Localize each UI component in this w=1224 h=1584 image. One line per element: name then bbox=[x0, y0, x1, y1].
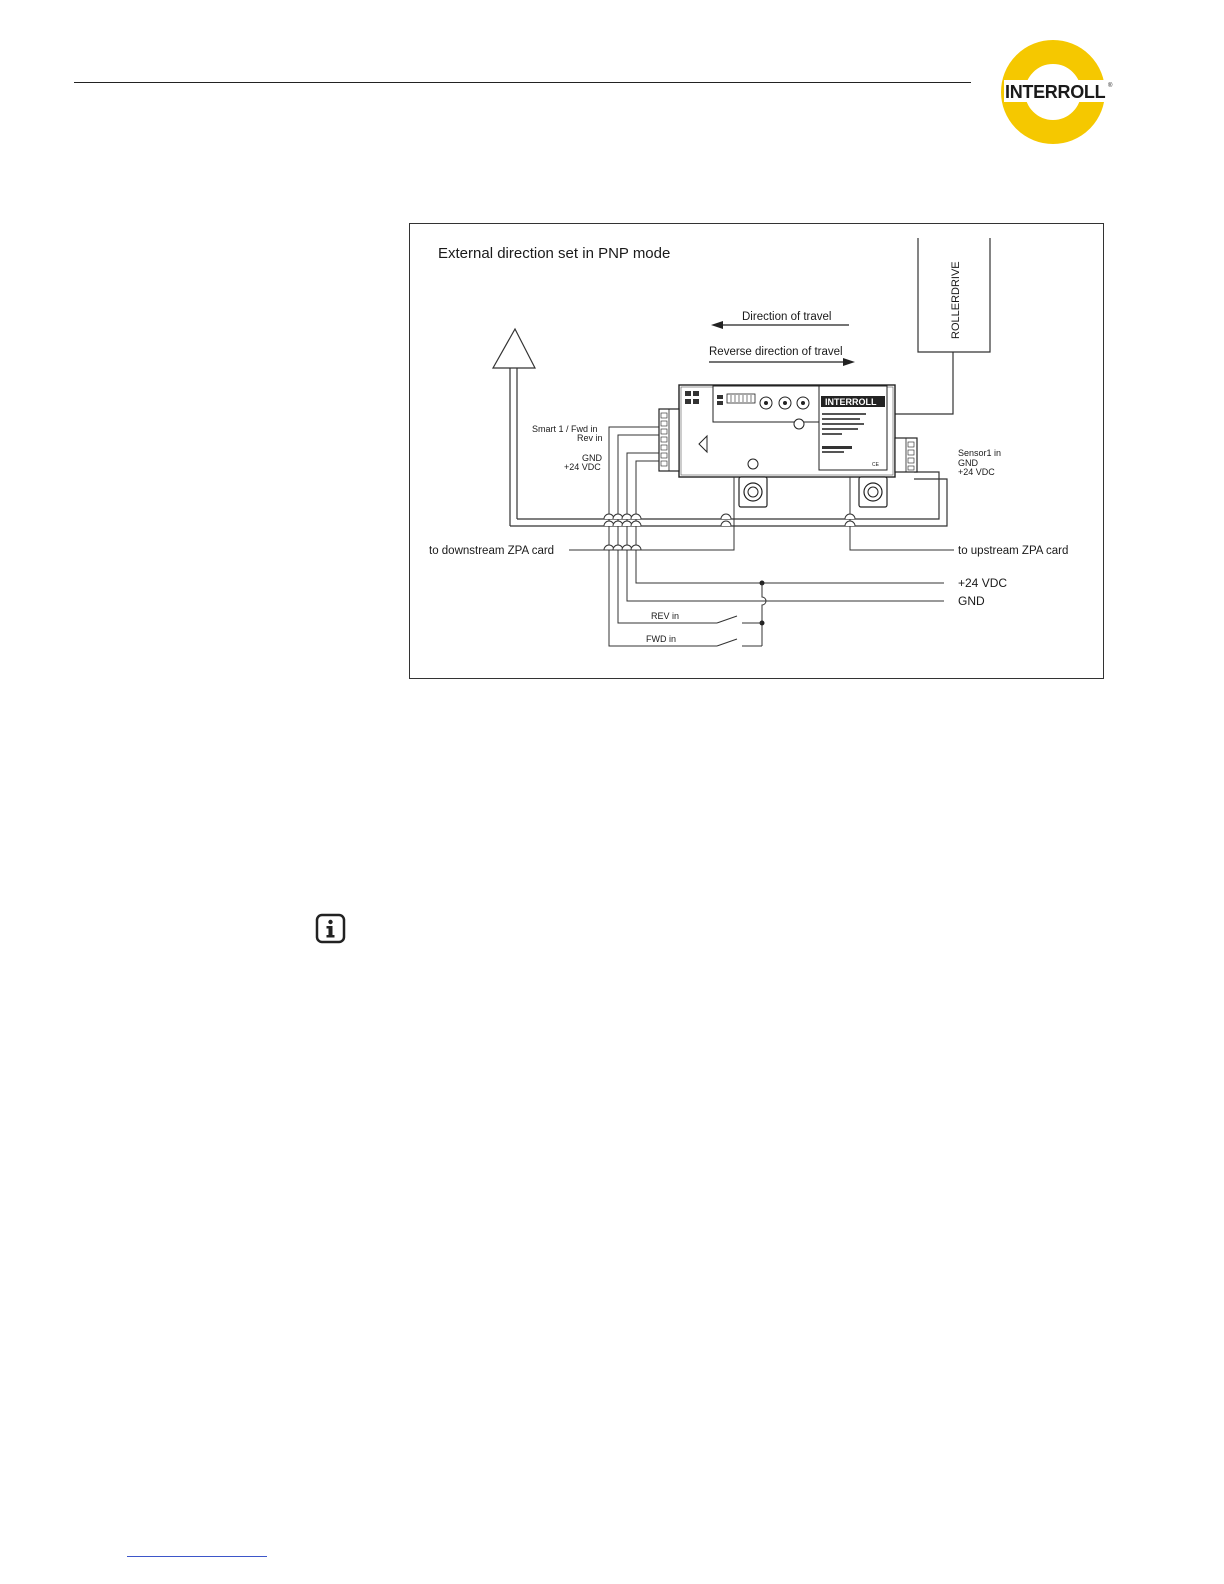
module-ce-mark: CE bbox=[872, 462, 880, 468]
direction-of-travel-label: Direction of travel bbox=[742, 311, 831, 323]
header-rule bbox=[74, 82, 971, 83]
label-vdc-left: +24 VDC bbox=[564, 462, 601, 472]
left-terminal-block bbox=[659, 409, 679, 471]
info-icon bbox=[315, 913, 346, 944]
label-sensor-in: Sensor1 in bbox=[958, 448, 1001, 458]
interroll-logo: INTERROLL ® bbox=[1000, 40, 1116, 144]
reverse-direction-label: Reverse direction of travel bbox=[709, 346, 843, 358]
supply-gnd-label: GND bbox=[958, 594, 985, 608]
mounting-foot-right bbox=[859, 477, 887, 507]
logo-text: INTERROLL bbox=[1005, 82, 1106, 102]
to-upstream-label: to upstream ZPA card bbox=[958, 545, 1068, 557]
module-brand: INTERROLL bbox=[825, 397, 877, 407]
logo-registered-mark: ® bbox=[1108, 82, 1113, 89]
fwd-switch-label: FWD in bbox=[646, 634, 676, 644]
mounting-foot-left bbox=[739, 477, 767, 507]
supply-vdc-label: +24 VDC bbox=[958, 576, 1007, 590]
diagram-title: External direction set in PNP mode bbox=[438, 245, 670, 262]
rev-switch-label: REV in bbox=[651, 611, 679, 621]
rollerdrive-label: ROLLERDRIVE bbox=[950, 261, 962, 339]
to-downstream-label: to downstream ZPA card bbox=[429, 545, 554, 557]
right-terminal-block bbox=[895, 438, 917, 472]
footer-link-rule bbox=[127, 1556, 267, 1557]
label-rev-in-left: Rev in bbox=[577, 433, 603, 443]
label-vdc-right: +24 VDC bbox=[958, 467, 995, 477]
wiring-diagram: External direction set in PNP mode ROLLE… bbox=[409, 223, 1104, 679]
zpa-module: INTERROLL CE bbox=[679, 385, 895, 477]
